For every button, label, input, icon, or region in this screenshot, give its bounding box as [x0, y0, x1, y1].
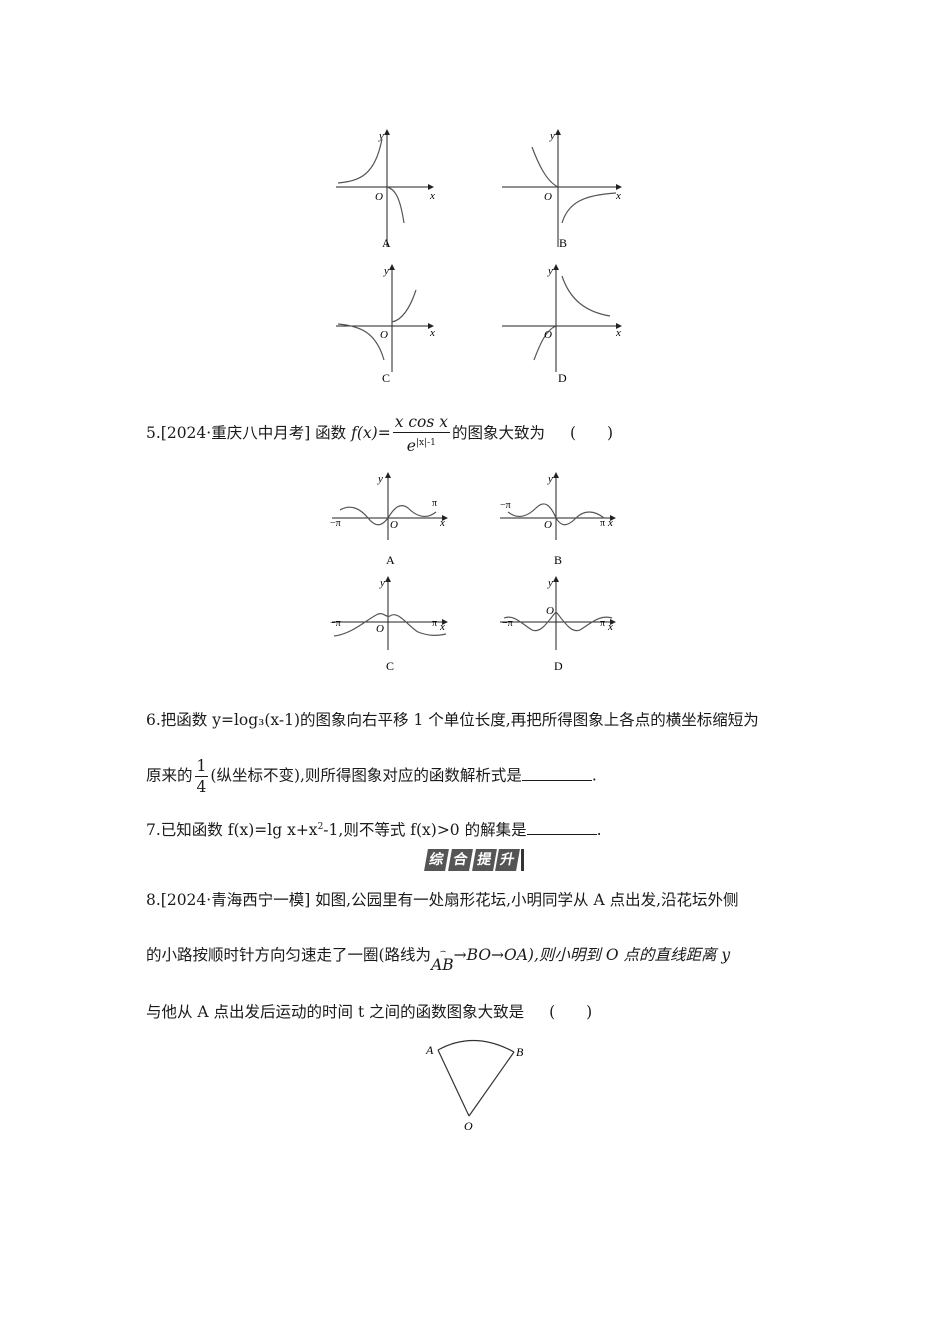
- q4-graph-d: y x O D: [498, 260, 628, 390]
- svg-text:B: B: [559, 236, 567, 250]
- svg-text:B: B: [516, 1045, 524, 1059]
- graph-label: A: [382, 236, 391, 250]
- svg-text:x: x: [607, 621, 613, 633]
- svg-text:O: O: [464, 1119, 473, 1133]
- axis-y-label: y: [378, 130, 384, 142]
- svg-text:x: x: [429, 327, 435, 339]
- svg-text:D: D: [558, 371, 567, 385]
- answer-blank[interactable]: [526, 820, 597, 835]
- svg-text:O: O: [544, 519, 552, 531]
- svg-text:y: y: [547, 265, 553, 277]
- svg-text:C: C: [382, 371, 390, 385]
- svg-text:O: O: [390, 519, 398, 531]
- svg-text:−π: −π: [502, 618, 513, 629]
- q5-graph-a: y x O −π π A: [328, 470, 453, 570]
- svg-text:π: π: [600, 518, 605, 529]
- svg-text:π: π: [432, 618, 437, 629]
- svg-text:D: D: [554, 659, 563, 673]
- svg-text:y: y: [547, 473, 553, 485]
- svg-text:B: B: [554, 553, 562, 567]
- svg-text:y: y: [547, 577, 553, 589]
- svg-text:O: O: [546, 605, 554, 617]
- svg-text:x: x: [439, 517, 445, 529]
- arc-ab: ⌢AB: [431, 946, 454, 974]
- svg-text:O: O: [544, 191, 552, 203]
- svg-text:x: x: [439, 621, 445, 633]
- svg-text:x: x: [615, 327, 621, 339]
- svg-text:C: C: [386, 659, 394, 673]
- question-7: 7.已知函数 f(x)=lg x+x2-1,则不等式 f(x)>0 的解集是.: [146, 820, 602, 839]
- svg-text:y: y: [379, 577, 385, 589]
- svg-text:A: A: [425, 1043, 434, 1057]
- question-8-line2: 的小路按顺时针方向匀速走了一圈(路线为⌢AB→BO→OA),则小明到 O 点的直…: [146, 946, 731, 974]
- answer-blank[interactable]: [521, 766, 592, 781]
- q5-graph-c: y x O −π π C: [328, 574, 453, 674]
- svg-text:y: y: [377, 473, 383, 485]
- svg-text:−π: −π: [330, 618, 341, 629]
- q4-graph-a: y x O A: [330, 125, 440, 255]
- svg-text:x: x: [615, 190, 621, 202]
- sector-figure: A B O: [418, 1036, 538, 1136]
- svg-text:O: O: [376, 623, 384, 635]
- question-6-line1: 6.把函数 y=log₃(x-1)的图象向右平移 1 个单位长度,再把所得图象上…: [146, 711, 759, 729]
- svg-text:x: x: [607, 517, 613, 529]
- section-banner: 综 合 提 升: [424, 849, 525, 873]
- svg-text:y: y: [549, 130, 555, 142]
- answer-paren: ( ): [549, 1003, 593, 1021]
- svg-text:π: π: [600, 618, 605, 629]
- svg-text:y: y: [383, 265, 389, 277]
- svg-text:x: x: [429, 190, 435, 202]
- svg-text:O: O: [375, 191, 383, 203]
- q5-graph-d: y x O −π π D: [496, 574, 621, 674]
- question-8-line1: 8.[2024·青海西宁一模] 如图,公园里有一处扇形花坛,小明同学从 A 点出…: [146, 891, 739, 909]
- svg-text:−π: −π: [500, 500, 511, 511]
- question-8-line3: 与他从 A 点出发后运动的时间 t 之间的函数图象大致是 ( ): [146, 1003, 593, 1021]
- svg-text:−π: −π: [330, 518, 341, 529]
- svg-text:O: O: [544, 329, 552, 341]
- answer-paren: ( ): [569, 424, 614, 443]
- svg-text:O: O: [380, 329, 388, 341]
- q4-graph-b: y x O B: [498, 125, 628, 255]
- svg-text:A: A: [386, 553, 395, 567]
- q5-graph-b: y x O −π π B: [496, 470, 621, 570]
- q4-graph-c: y x O C: [330, 260, 440, 390]
- svg-text:π: π: [432, 498, 437, 509]
